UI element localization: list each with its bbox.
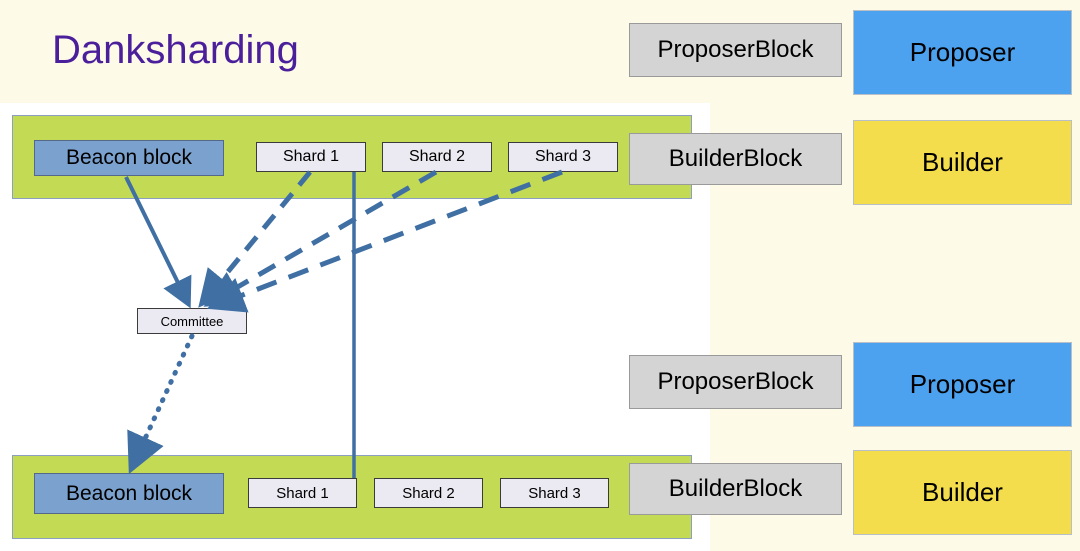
shard-chip-top-1[interactable]: Shard 1 — [256, 142, 366, 172]
shard-chip-bottom-3[interactable]: Shard 3 — [500, 478, 609, 508]
shard-chip-top-3[interactable]: Shard 3 — [508, 142, 618, 172]
shard-chip-bottom-1[interactable]: Shard 1 — [248, 478, 357, 508]
shard-chip-bottom-2[interactable]: Shard 2 — [374, 478, 483, 508]
beacon-block-top[interactable]: Beacon block — [34, 140, 224, 176]
committee-chip[interactable]: Committee — [137, 308, 247, 334]
page-title: Danksharding — [52, 28, 299, 72]
proposer-block-top[interactable]: ProposerBlock — [629, 23, 842, 77]
builder-block-bottom[interactable]: BuilderBlock — [629, 463, 842, 515]
builder-block-top[interactable]: BuilderBlock — [629, 133, 842, 185]
shard-chip-top-2[interactable]: Shard 2 — [382, 142, 492, 172]
builder-role-top[interactable]: Builder — [853, 120, 1072, 205]
proposer-role-bottom[interactable]: Proposer — [853, 342, 1072, 427]
proposer-block-bottom[interactable]: ProposerBlock — [629, 355, 842, 409]
beacon-block-bottom[interactable]: Beacon block — [34, 473, 224, 514]
proposer-role-top[interactable]: Proposer — [853, 10, 1072, 95]
builder-role-bottom[interactable]: Builder — [853, 450, 1072, 535]
